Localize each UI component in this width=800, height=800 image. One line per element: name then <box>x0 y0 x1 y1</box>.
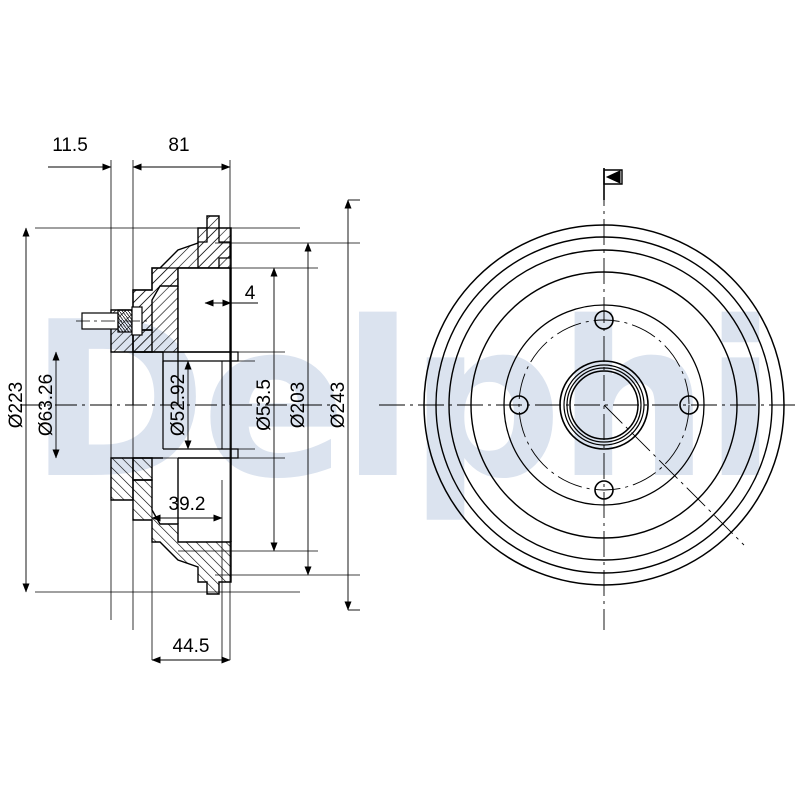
dimension-labels: 11.5 81 4 39.2 44.5 Ø223 Ø63.26 Ø52.92 Ø… <box>6 135 349 657</box>
label-dia-223: Ø223 <box>6 382 27 428</box>
label-11-5: 11.5 <box>52 135 88 156</box>
label-dia-243: Ø243 <box>328 382 349 428</box>
label-dia-203: Ø203 <box>288 382 309 428</box>
label-dia-53-5: Ø53.5 <box>254 379 275 431</box>
diameter-dimension-lines <box>22 199 360 611</box>
wheel-stud <box>76 306 152 336</box>
label-dia-63-26: Ø63.26 <box>36 374 57 436</box>
section-arrow-flag <box>603 168 623 200</box>
label-44-5: 44.5 <box>173 636 210 657</box>
label-dia-52-92: Ø52.92 <box>168 374 189 436</box>
face-view-centerlines <box>379 180 800 630</box>
label-4: 4 <box>245 283 256 304</box>
label-39-2: 39.2 <box>169 494 206 515</box>
label-81: 81 <box>168 135 189 156</box>
